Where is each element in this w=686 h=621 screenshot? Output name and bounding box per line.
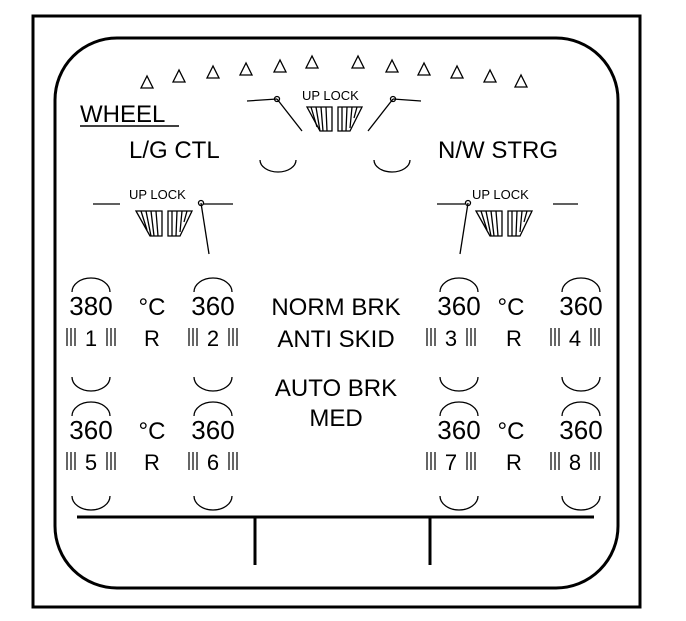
hatched-uplock-icon: [305, 106, 364, 132]
hatched-uplock-icon: [134, 210, 194, 237]
triangle-icon: [416, 61, 432, 76]
temp-unit-label: °C: [139, 418, 166, 445]
hatched-uplock-icon: [474, 210, 534, 237]
norm-brk-label: NORM BRK: [271, 294, 400, 321]
arc-icon: [561, 401, 601, 417]
wheel-number-row: 1 R 2 3 R 4 5 R 6: [66, 326, 600, 475]
wheel-3-release: R: [506, 326, 522, 351]
arc-icon: [193, 401, 233, 417]
wheel-2-number: 2: [207, 326, 219, 351]
temp-unit-label: °C: [498, 418, 525, 445]
arc-icon: [439, 495, 479, 511]
arc-icon: [193, 376, 233, 392]
nose-gear-uplock: UP LOCK: [246, 88, 422, 173]
wheel-8-number: 8: [569, 450, 581, 475]
up-lock-label: UP LOCK: [302, 88, 359, 103]
wheel-5-temp: 360: [69, 415, 112, 445]
auto-brk-label: AUTO BRK: [275, 375, 397, 402]
anti-skid-label: ANTI SKID: [277, 326, 394, 353]
arc-icon: [71, 277, 111, 293]
triangle-icon: [482, 68, 498, 83]
arc-icon: [193, 495, 233, 511]
arc-icon: [71, 376, 111, 392]
wheel-4-number: 4: [569, 326, 581, 351]
wheel-1-release: R: [144, 326, 160, 351]
triangle-icon: [384, 58, 400, 73]
wheel-3-temp: 360: [437, 291, 480, 321]
wheel-7-release: R: [506, 450, 522, 475]
wheel-5-release: R: [144, 450, 160, 475]
triangle-icon: [139, 74, 155, 89]
wheel-3-number: 3: [445, 326, 457, 351]
door-triangles: [139, 54, 529, 89]
brake-arcs: [71, 277, 601, 511]
wheel-6-temp: 360: [191, 415, 234, 445]
arc-icon: [561, 376, 601, 392]
triangle-icon: [205, 64, 221, 79]
left-gear-uplock: UP LOCK: [93, 187, 233, 255]
wheel-7-temp: 360: [437, 415, 480, 445]
outer-frame: [31, 14, 642, 609]
screen-frame: [53, 36, 620, 590]
triangle-icon: [449, 64, 465, 79]
arc-icon: [373, 159, 411, 173]
arc-icon: [71, 495, 111, 511]
arc-icon: [439, 376, 479, 392]
auto-brk-setting: MED: [309, 405, 362, 432]
nw-strg-label: N/W STRG: [438, 137, 558, 164]
triangle-icon: [513, 73, 529, 88]
arc-icon: [193, 277, 233, 293]
up-lock-label: UP LOCK: [472, 187, 529, 202]
arc-icon: [439, 277, 479, 293]
arc-icon: [561, 495, 601, 511]
page-title: WHEEL: [80, 101, 165, 128]
triangle-icon: [304, 54, 320, 69]
wheel-2-temp: 360: [191, 291, 234, 321]
wheel-6-number: 6: [207, 450, 219, 475]
arc-icon: [71, 401, 111, 417]
wheel-5-number: 5: [85, 450, 97, 475]
temp-unit-label: °C: [498, 294, 525, 321]
triangle-icon: [238, 61, 254, 76]
wheel-8-temp: 360: [559, 415, 602, 445]
wheel-1-number: 1: [85, 326, 97, 351]
triangle-icon: [272, 58, 288, 73]
arc-icon: [259, 159, 297, 173]
triangle-icon: [171, 68, 187, 83]
lg-ctl-label: L/G CTL: [129, 137, 220, 164]
arc-icon: [561, 277, 601, 293]
arc-icon: [439, 401, 479, 417]
wheel-1-temp: 380: [69, 291, 112, 321]
up-lock-label: UP LOCK: [129, 187, 186, 202]
temp-unit-label: °C: [139, 294, 166, 321]
wheel-4-temp: 360: [559, 291, 602, 321]
wheel-7-number: 7: [445, 450, 457, 475]
triangle-icon: [350, 54, 366, 69]
right-gear-uplock: UP LOCK: [437, 187, 578, 255]
